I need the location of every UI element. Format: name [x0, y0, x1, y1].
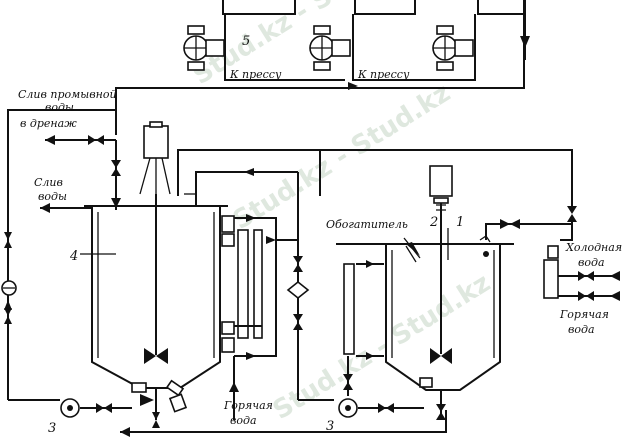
water-drain-line — [40, 203, 92, 213]
filter-press-2 — [309, 25, 351, 71]
label-rinse-2: воды . — [45, 101, 81, 114]
label-to-press-1: К прессу — [229, 68, 282, 81]
middle-link-line — [276, 172, 334, 401]
label-number-4: 4 — [69, 249, 78, 264]
label-number-5: 5 — [242, 34, 250, 49]
label-drain-2: воды — [38, 190, 67, 203]
label-rinse-3: в дренаж — [20, 117, 77, 130]
label-number-1: 1 — [456, 215, 464, 230]
left-tank — [84, 121, 298, 420]
right-heat-exchanger — [343, 260, 384, 396]
pump-left — [60, 398, 132, 418]
watermark-text-2: Stud.kz - Stud.kz — [228, 78, 456, 236]
water-inlet — [485, 219, 620, 301]
label-cold-water-1: Холодная — [565, 241, 622, 254]
left-return-line — [1, 109, 116, 401]
label-hot-water-bottom-2: вода — [230, 414, 257, 427]
label-hot-water-bottom-1: Горячая — [223, 399, 273, 412]
label-hot-water-right-1: Горячая — [559, 308, 609, 321]
upper-link-line — [177, 149, 577, 241]
bottom-return-line — [120, 410, 447, 437]
heat-exchanger — [221, 214, 277, 420]
pump-right — [338, 398, 424, 418]
filter-press-1 — [183, 25, 225, 71]
label-number-2: 2 — [429, 215, 438, 230]
filter-press-3 — [432, 25, 474, 71]
label-to-press-2: К прессу — [357, 68, 410, 81]
label-cold-water-2: вода — [578, 256, 605, 269]
label-number-3a: 3 — [48, 421, 56, 436]
rinse-drain-line — [45, 135, 121, 210]
label-drain-1: Слив — [34, 176, 63, 189]
label-rinse-1: Слив промывной — [18, 88, 117, 101]
press-manifold — [115, 0, 530, 135]
label-heater: Обогатитель — [326, 218, 408, 231]
label-number-3b: 3 — [326, 419, 334, 434]
label-hot-water-right-2: вода — [568, 323, 595, 336]
right-tank — [336, 165, 514, 420]
